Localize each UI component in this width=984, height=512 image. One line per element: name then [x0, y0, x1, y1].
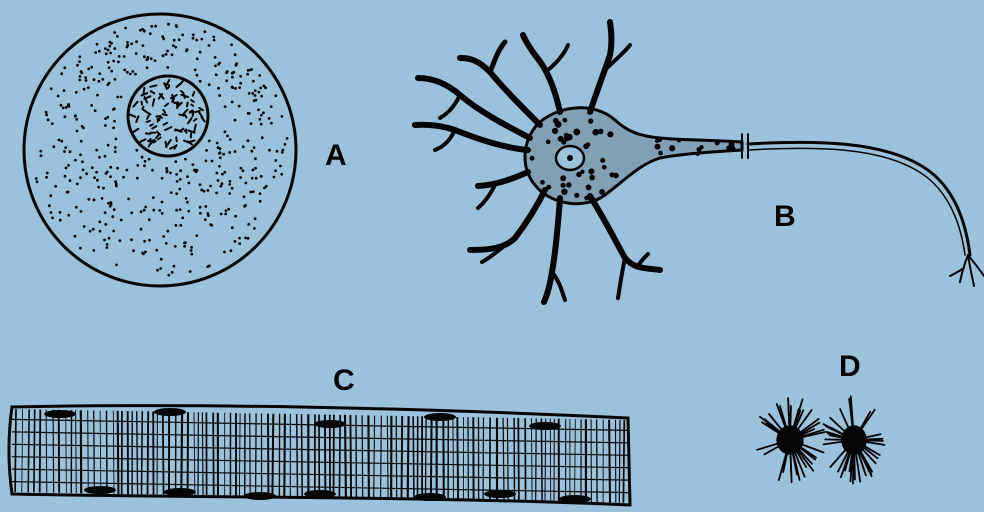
egg-nucleus — [128, 76, 208, 156]
panel-b-neuron — [415, 22, 984, 302]
panel-a-egg-cell — [24, 14, 296, 286]
neuron-nucleolus — [567, 155, 573, 161]
label-c: C — [333, 364, 355, 397]
panel-d-sperm-cells — [757, 396, 884, 483]
egg-cytoplasm-stipple — [35, 23, 289, 277]
axon-break-marks — [742, 134, 748, 158]
label-b: B — [774, 200, 796, 233]
sperm-cell-left — [757, 398, 825, 482]
muscle-nuclei — [44, 408, 591, 503]
axon-terminals — [950, 255, 984, 286]
label-d: D — [839, 350, 861, 383]
panel-c-muscle-fiber — [9, 406, 630, 505]
label-a: A — [325, 139, 347, 172]
egg-cell-membrane — [24, 14, 296, 286]
sperm-cell-right — [824, 396, 885, 483]
neuron-axon — [748, 142, 970, 255]
nucleus-chromatin — [130, 80, 205, 149]
